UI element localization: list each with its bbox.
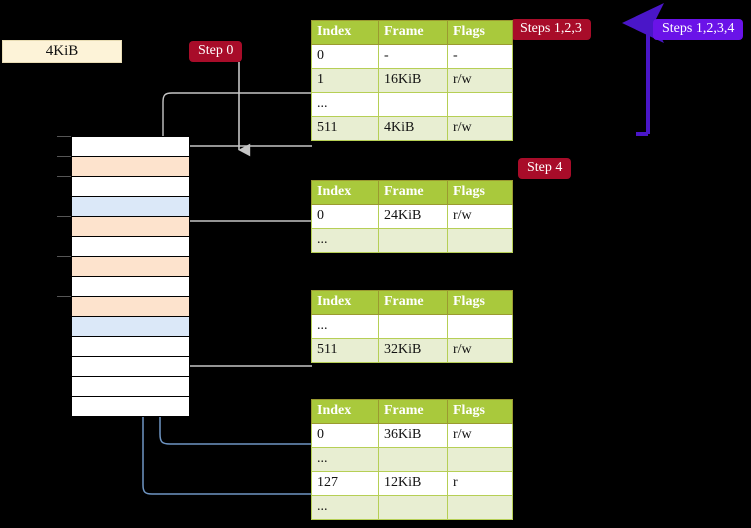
memory-frame-row bbox=[71, 296, 190, 317]
table-row: ... bbox=[311, 228, 513, 253]
cell-flags: - bbox=[447, 44, 513, 69]
memory-frame-row bbox=[71, 156, 190, 177]
memory-frame-row bbox=[71, 336, 190, 357]
table-row: ... bbox=[311, 447, 513, 472]
cell-frame bbox=[378, 314, 448, 339]
cell-frame bbox=[378, 228, 448, 253]
cell-frame bbox=[378, 447, 448, 472]
memory-frame-row bbox=[71, 276, 190, 297]
cell-flags bbox=[447, 314, 513, 339]
cell-index: ... bbox=[311, 447, 379, 472]
memory-frame-row bbox=[71, 136, 190, 157]
cell-frame: 16KiB bbox=[378, 68, 448, 93]
cell-frame: 32KiB bbox=[378, 338, 448, 363]
badge-step-0: Step 0 bbox=[189, 41, 243, 62]
column-header-index: Index bbox=[311, 399, 379, 424]
wire-pd-511 bbox=[176, 306, 312, 367]
memory-frame-row bbox=[71, 356, 190, 377]
cell-index: 0 bbox=[311, 44, 379, 69]
column-header-frame: Frame bbox=[378, 399, 448, 424]
table-row: ... bbox=[311, 314, 513, 339]
violet-return-arrow bbox=[622, 3, 664, 136]
cell-index: ... bbox=[311, 92, 379, 117]
badge-step-4: Step 4 bbox=[518, 158, 572, 179]
cell-index: 0 bbox=[311, 204, 379, 229]
wire-pml4-to-mem-right bbox=[177, 145, 312, 178]
cell-flags bbox=[447, 495, 513, 520]
cell-frame: - bbox=[378, 44, 448, 69]
cell-flags: r/w bbox=[447, 116, 513, 141]
memory-tick-mark bbox=[57, 136, 71, 137]
table-row: ... bbox=[311, 92, 513, 117]
memory-frame-row bbox=[71, 176, 190, 197]
frame-size-box: 4KiB bbox=[2, 40, 122, 63]
column-header-flags: Flags bbox=[447, 180, 513, 205]
badge-steps-1-2-3-4: Steps 1,2,3,4 bbox=[653, 19, 744, 40]
column-header-flags: Flags bbox=[447, 290, 513, 315]
cell-flags: r/w bbox=[447, 68, 513, 93]
cell-flags bbox=[447, 447, 513, 472]
memory-frame-row bbox=[71, 216, 190, 237]
cell-frame: 36KiB bbox=[378, 423, 448, 448]
cell-index: 127 bbox=[311, 471, 379, 496]
column-header-frame: Frame bbox=[378, 180, 448, 205]
memory-frame-row bbox=[71, 196, 190, 217]
table-row: ... bbox=[311, 495, 513, 520]
cell-frame: 24KiB bbox=[378, 204, 448, 229]
badge-steps-1-2-3: Steps 1,2,3 bbox=[511, 19, 591, 40]
cell-index: 1 bbox=[311, 68, 379, 93]
cell-index: 0 bbox=[311, 423, 379, 448]
cell-frame: 12KiB bbox=[378, 471, 448, 496]
cell-index: 511 bbox=[311, 338, 379, 363]
cell-frame bbox=[378, 495, 448, 520]
memory-frame-row bbox=[71, 256, 190, 277]
memory-tick-mark bbox=[57, 296, 71, 297]
column-header-flags: Flags bbox=[447, 399, 513, 424]
memory-tick-mark bbox=[57, 256, 71, 257]
cell-flags bbox=[447, 92, 513, 117]
cell-index: ... bbox=[311, 314, 379, 339]
cell-frame bbox=[378, 92, 448, 117]
cell-flags: r/w bbox=[447, 338, 513, 363]
memory-frame-row bbox=[71, 376, 190, 397]
memory-frame-row bbox=[71, 396, 190, 417]
cell-flags: r bbox=[447, 471, 513, 496]
memory-tick-mark bbox=[57, 176, 71, 177]
memory-tick-mark bbox=[57, 216, 71, 217]
column-header-index: Index bbox=[311, 180, 379, 205]
cell-flags bbox=[447, 228, 513, 253]
cell-index: ... bbox=[311, 495, 379, 520]
cell-index: ... bbox=[311, 228, 379, 253]
cell-frame: 4KiB bbox=[378, 116, 448, 141]
column-header-index: Index bbox=[311, 290, 379, 315]
memory-tick-mark bbox=[57, 156, 71, 157]
column-header-flags: Flags bbox=[447, 20, 513, 45]
memory-frame-row bbox=[71, 236, 190, 257]
column-header-index: Index bbox=[311, 20, 379, 45]
column-header-frame: Frame bbox=[378, 20, 448, 45]
memory-frame-row bbox=[71, 316, 190, 337]
cell-flags: r/w bbox=[447, 423, 513, 448]
cell-index: 511 bbox=[311, 116, 379, 141]
wire-pdpt-0 bbox=[177, 220, 312, 264]
cell-flags: r/w bbox=[447, 204, 513, 229]
table-row: 0-- bbox=[311, 44, 513, 69]
physical-memory-column bbox=[71, 136, 190, 417]
column-header-frame: Frame bbox=[378, 290, 448, 315]
